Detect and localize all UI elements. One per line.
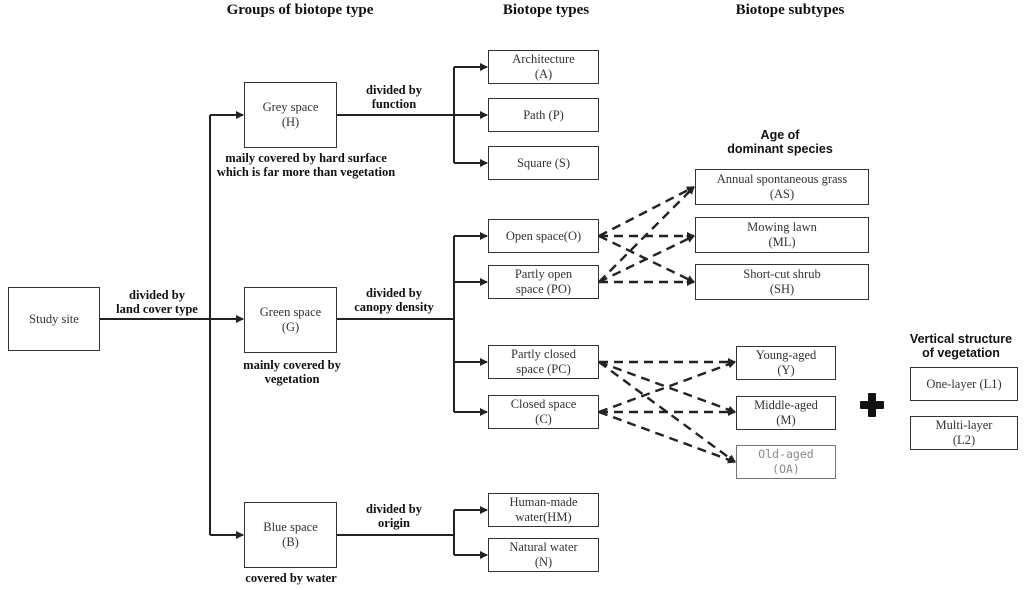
type-closed-space: Closed space(C) (488, 395, 599, 429)
subtype-young-aged: Young-aged(Y) (736, 346, 836, 380)
subtype-middle-aged: Middle-aged(M) (736, 396, 836, 430)
blue-space-box: Blue space(B) (244, 502, 337, 568)
subtype-annual-grass: Annual spontaneous grass(AS) (695, 169, 869, 205)
type-architecture: Architecture(A) (488, 50, 599, 84)
type-natural-water: Natural water(N) (488, 538, 599, 572)
study-site-box: Study site (8, 287, 100, 351)
green-space-box: Green space(G) (244, 287, 337, 353)
vertical-one-layer: One-layer (L1) (910, 367, 1018, 401)
grey-space-box: Grey space(H) (244, 82, 337, 148)
blue-space-note: covered by water (245, 571, 337, 585)
vertical-multi-layer: Multi-layer(L2) (910, 416, 1018, 450)
header-subtypes: Biotope subtypes (735, 2, 845, 18)
type-path: Path (P) (488, 98, 599, 132)
header-groups: Groups of biotope type (226, 2, 374, 18)
subtype-old-aged: Old-aged(OA) (736, 445, 836, 479)
header-types: Biotope types (502, 2, 590, 18)
plus-icon (860, 393, 884, 417)
subtype-short-cut-shrub: Short-cut shrub(SH) (695, 264, 869, 300)
type-open-space: Open space(O) (488, 219, 599, 253)
subtype-mowing-lawn: Mowing lawn(ML) (695, 217, 869, 253)
type-square: Square (S) (488, 146, 599, 180)
